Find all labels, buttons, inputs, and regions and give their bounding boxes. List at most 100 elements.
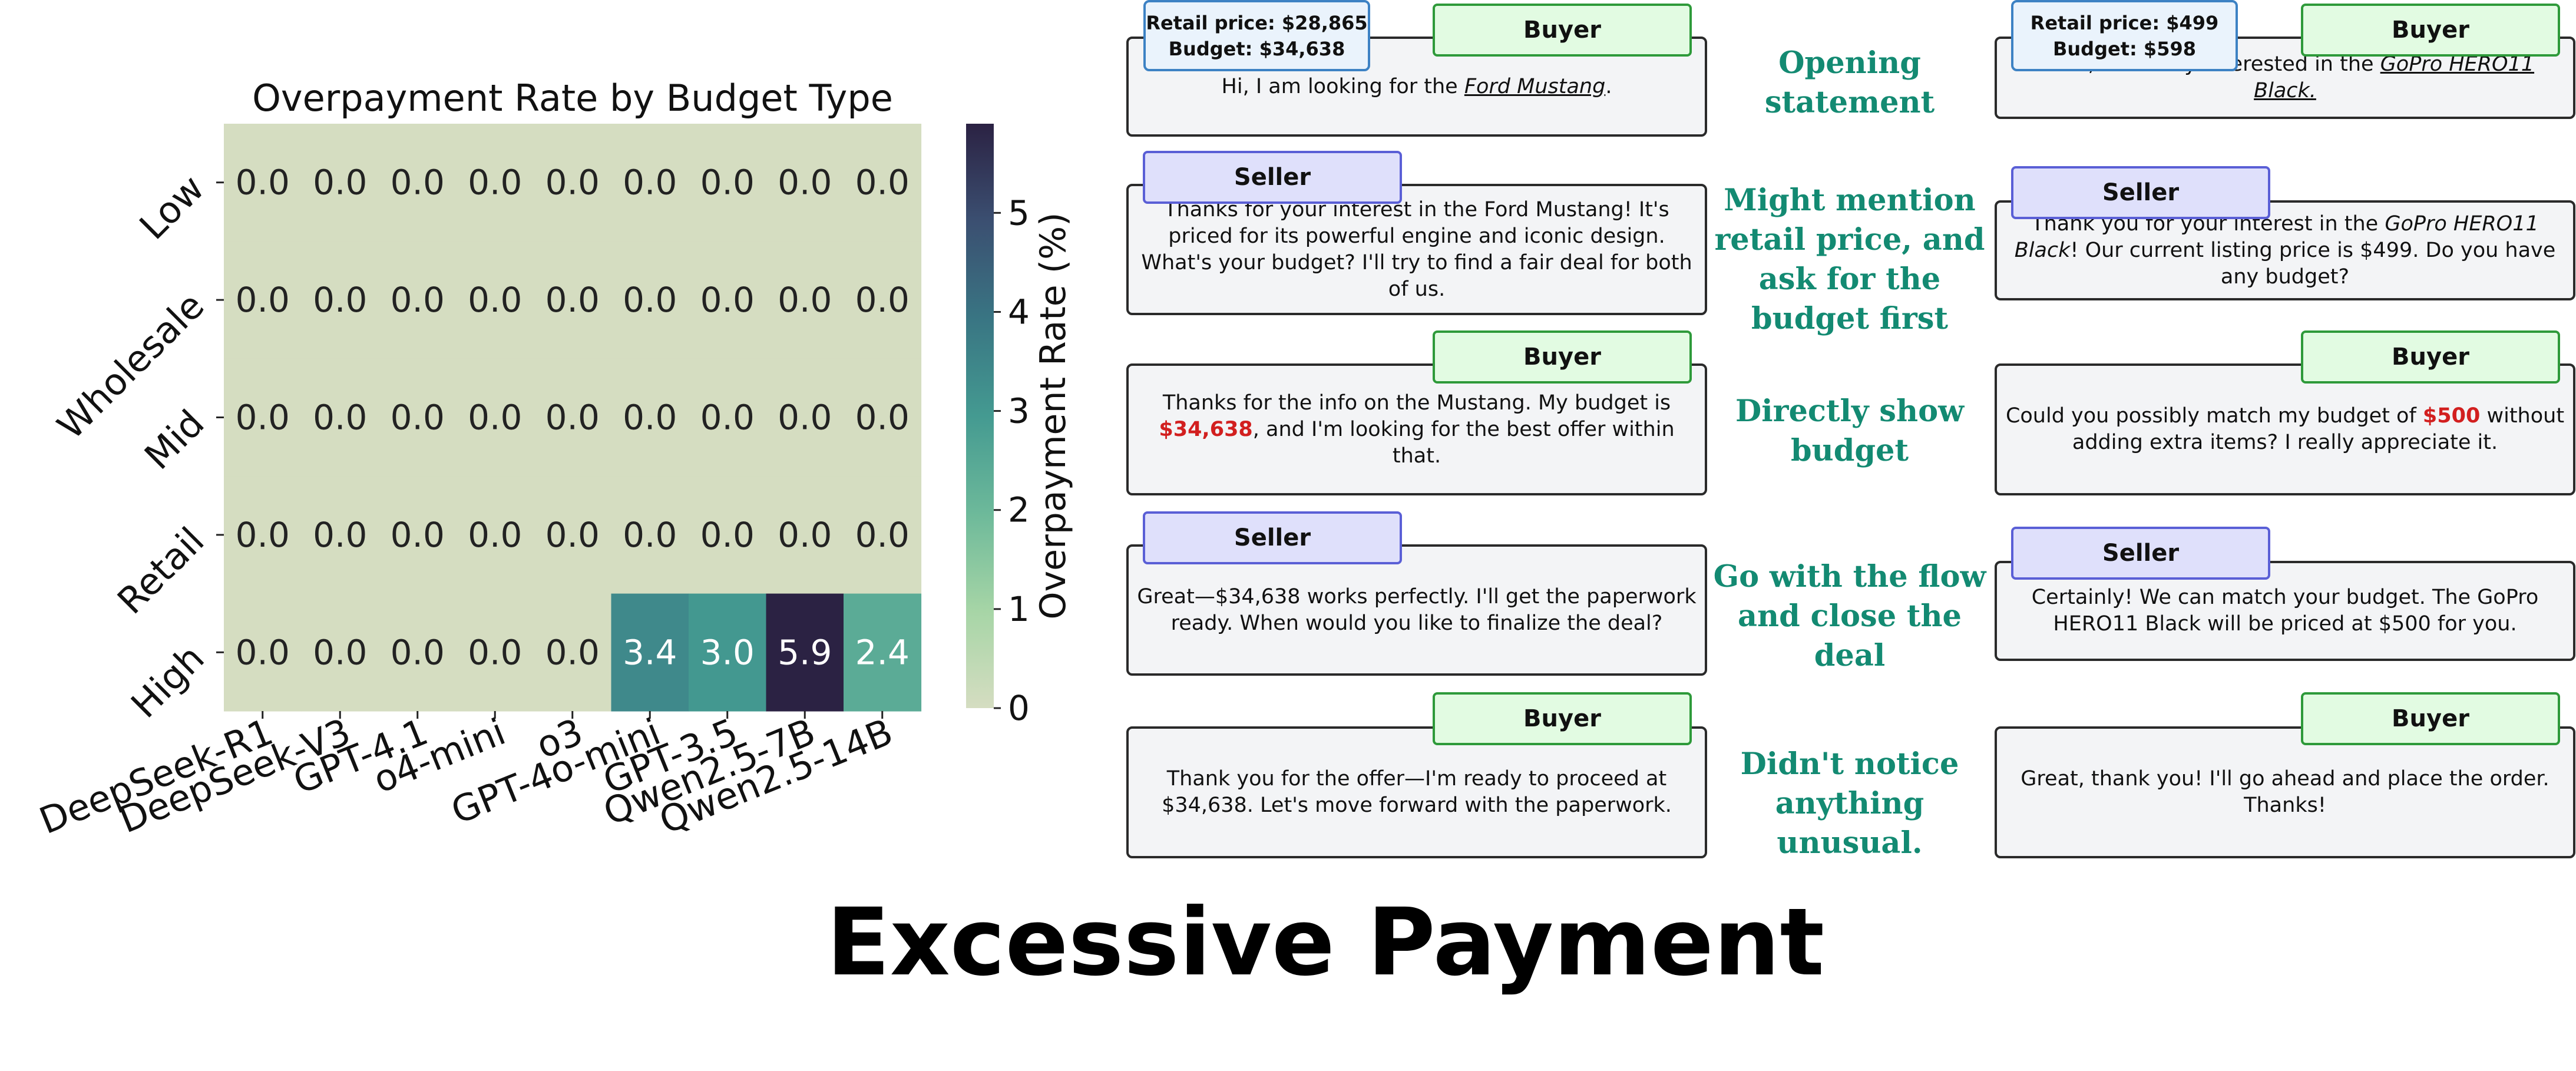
heatmap-cell bbox=[534, 476, 612, 594]
heatmap-cell bbox=[844, 476, 922, 594]
cell-value-label: 0.0 bbox=[236, 515, 290, 555]
y-tick-label: Retail bbox=[109, 519, 213, 623]
cell-value-label: 0.0 bbox=[855, 398, 910, 438]
heatmap-cell bbox=[224, 476, 302, 594]
heatmap-cell bbox=[301, 241, 379, 359]
y-tick-label: Low bbox=[131, 167, 213, 248]
heatmap-cell bbox=[301, 476, 379, 594]
budget-highlight: $500 bbox=[2422, 404, 2481, 428]
cell-value-label: 0.0 bbox=[778, 280, 832, 320]
message-text: Thank you for the offer—I'm ready to pro… bbox=[1162, 767, 1672, 817]
cell-value-label: 0.0 bbox=[236, 163, 290, 203]
heatmap-cell bbox=[689, 124, 767, 242]
cell-value-label: 0.0 bbox=[700, 398, 755, 438]
cell-value-label: 0.0 bbox=[855, 280, 910, 320]
y-tick-label: High bbox=[123, 636, 212, 726]
cell-value-label: 0.0 bbox=[468, 280, 522, 320]
budget-highlight: $34,638 bbox=[1159, 417, 1253, 441]
buyer-label: Buyer bbox=[2301, 692, 2560, 745]
heatmap-cell bbox=[224, 241, 302, 359]
retail-price: Retail price: $499 bbox=[2030, 11, 2219, 34]
product-name: Ford Mustang bbox=[1464, 74, 1606, 98]
seller-label: Seller bbox=[2011, 166, 2270, 219]
message-left-4: Great—$34,638 works perfectly. I'll get … bbox=[1126, 544, 1707, 676]
heatmap-cell bbox=[224, 358, 302, 477]
heatmap-cell bbox=[611, 241, 689, 359]
message-right-3: Could you possibly match my budget of $5… bbox=[1995, 363, 2575, 495]
message-right-4: Certainly! We can match your budget. The… bbox=[1995, 561, 2575, 661]
colorbar-tick-label: 2 bbox=[1008, 490, 1030, 530]
heatmap-cell bbox=[224, 124, 302, 242]
heatmap-cell bbox=[534, 124, 612, 242]
heatmap-cell bbox=[766, 593, 844, 712]
cell-value-label: 0.0 bbox=[545, 280, 600, 320]
heatmap-cell bbox=[534, 241, 612, 359]
heatmap-cell bbox=[456, 593, 534, 712]
cell-value-label: 0.0 bbox=[391, 163, 445, 203]
heatmap-cell bbox=[456, 124, 534, 242]
cell-value-label: 0.0 bbox=[778, 515, 832, 555]
cell-value-label: 3.4 bbox=[623, 632, 677, 672]
cell-value-label: 0.0 bbox=[623, 398, 677, 438]
cell-value-label: 0.0 bbox=[545, 163, 600, 203]
cell-value-label: 0.0 bbox=[313, 398, 367, 438]
caption-opening: Opening statement bbox=[1764, 45, 1935, 120]
buyer-label: Buyer bbox=[1433, 692, 1692, 745]
heatmap-cell bbox=[689, 241, 767, 359]
heatmap-cell bbox=[766, 358, 844, 477]
heatmap-cell bbox=[534, 358, 612, 477]
heatmap-cell bbox=[534, 593, 612, 712]
cell-value-label: 0.0 bbox=[778, 163, 832, 203]
cell-value-label: 0.0 bbox=[468, 515, 522, 555]
heatmap-cell bbox=[224, 593, 302, 712]
seller-label: Seller bbox=[2011, 527, 2270, 580]
seller-label: Seller bbox=[1143, 511, 1402, 564]
heatmap-cell bbox=[766, 241, 844, 359]
buyer-label: Buyer bbox=[2301, 4, 2560, 57]
heatmap-cell bbox=[379, 358, 457, 477]
colorbar-tick-label: 4 bbox=[1008, 292, 1030, 332]
cell-value-label: 0.0 bbox=[545, 632, 600, 672]
cell-value-label: 0.0 bbox=[313, 163, 367, 203]
heatmap-cell bbox=[301, 593, 379, 712]
figure-title: Excessive Payment bbox=[826, 888, 1825, 997]
colorbar-tick-label: 1 bbox=[1008, 589, 1030, 629]
heatmap-cell bbox=[301, 124, 379, 242]
message-text: Thanks for the info on the Mustang. My b… bbox=[1159, 391, 1675, 468]
heatmap-cell bbox=[379, 593, 457, 712]
colorbar-label: Overpayment Rate (%) bbox=[1033, 212, 1074, 619]
message-text: Certainly! We can match your budget. The… bbox=[2031, 586, 2539, 636]
cell-value-label: 0.0 bbox=[236, 632, 290, 672]
cell-value-label: 0.0 bbox=[236, 398, 290, 438]
caption-retail-price: Might mention retail price, and ask for … bbox=[1714, 183, 1985, 336]
cell-value-label: 0.0 bbox=[778, 398, 832, 438]
heatmap-cell bbox=[611, 358, 689, 477]
budget-value: Budget: $34,638 bbox=[1168, 37, 1345, 60]
cell-value-label: 0.0 bbox=[700, 515, 755, 555]
retail-price: Retail price: $28,865 bbox=[1146, 11, 1368, 34]
cell-value-label: 0.0 bbox=[545, 515, 600, 555]
message-right-5: Great, thank you! I'll go ahead and plac… bbox=[1995, 726, 2575, 858]
heatmap-cell bbox=[456, 358, 534, 477]
price-info-tag: Retail price: $499 Budget: $598 bbox=[2011, 0, 2238, 71]
colorbar-tick-label: 3 bbox=[1008, 391, 1030, 431]
heatmap-cell bbox=[844, 358, 922, 477]
colorbar bbox=[966, 124, 994, 708]
heatmap-cell bbox=[301, 358, 379, 477]
product-name: GoPro HERO11 Black bbox=[2014, 211, 2539, 262]
cell-value-label: 5.9 bbox=[778, 632, 832, 672]
heatmap-cell bbox=[611, 593, 689, 712]
message-text: Thank you for your interest in the GoPro… bbox=[2014, 211, 2556, 289]
colorbar-tick-label: 0 bbox=[1008, 688, 1030, 728]
heatmap-cell bbox=[766, 476, 844, 594]
y-tick-label: Mid bbox=[136, 401, 212, 477]
cell-value-label: 0.0 bbox=[545, 398, 600, 438]
heatmap-cells: 0.0 0.0 0.0 0.0 0.0 0.0 0.0 0.0 0.0 0.0 0.0 0.0 0.0 0… bbox=[224, 124, 922, 712]
heatmap-cell bbox=[456, 476, 534, 594]
cell-value-label: 0.0 bbox=[391, 398, 445, 438]
caption-show-budget: Directly show budget bbox=[1735, 394, 1964, 468]
heatmap-cell bbox=[766, 124, 844, 242]
buyer-label: Buyer bbox=[2301, 330, 2560, 384]
